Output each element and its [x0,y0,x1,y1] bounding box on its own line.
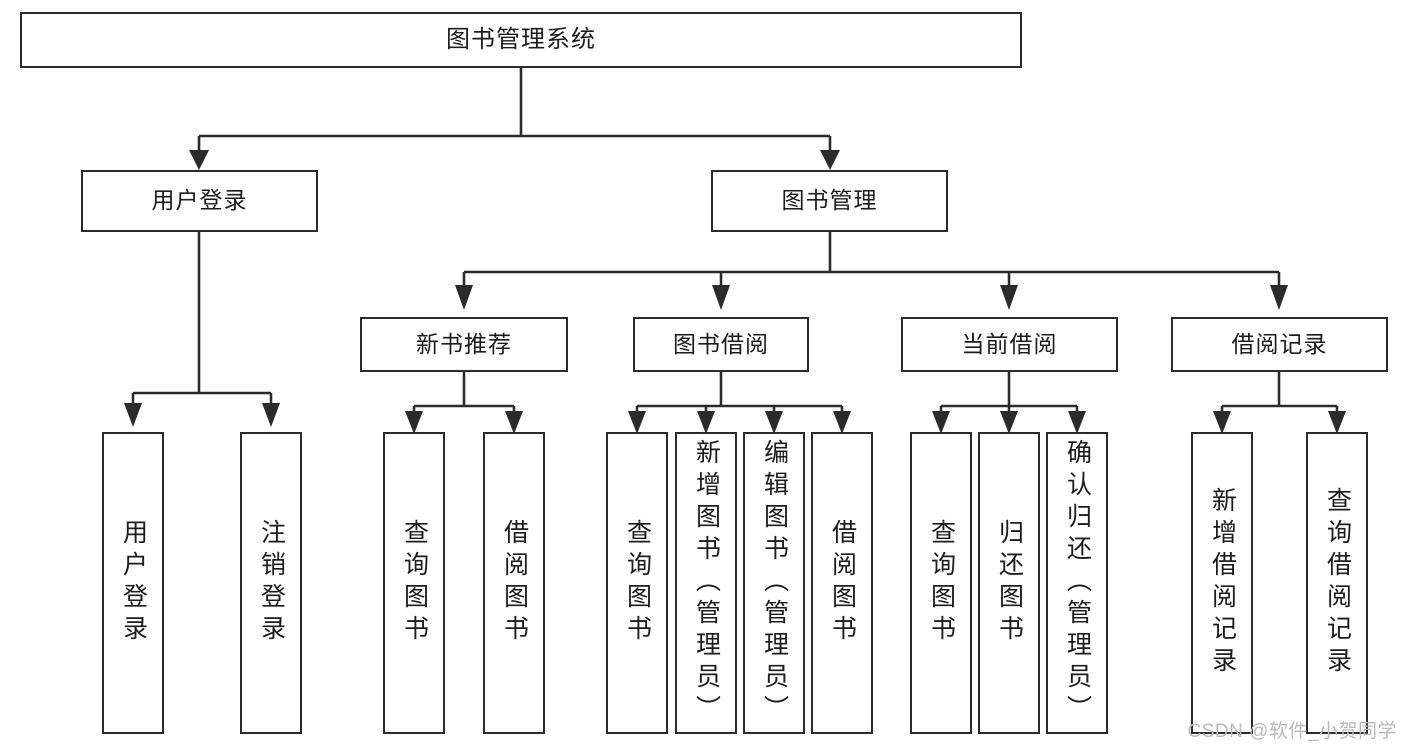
arrow-current-borrow [1000,285,1018,310]
leaf-user-login[interactable]: 用户登录 [102,432,164,734]
node-current-borrow-label: 当前借阅 [961,330,1058,357]
leaf-current-query-book-label: 查询图书 [927,519,956,647]
leaf-recommend-query-book-label: 查询图书 [400,519,429,647]
node-user-login-label: 用户登录 [151,187,248,214]
leaf-borrow-add-book-admin[interactable]: 新增图书（管理员） [675,432,737,734]
node-new-book-recommend-label: 新书推荐 [416,330,512,357]
leaf-borrow-query-book[interactable]: 查询图书 [606,432,668,734]
leaf-borrow-query-book-label: 查询图书 [623,519,652,647]
node-new-book-recommend[interactable]: 新书推荐 [360,317,568,372]
leaf-current-return-book-label: 归还图书 [995,519,1024,647]
node-borrow-record-label: 借阅记录 [1231,330,1328,357]
arrow-new-book-recommend [455,285,473,310]
leaf-user-login-label: 用户登录 [119,519,148,647]
leaf-borrow-borrow-book-label: 借阅图书 [828,519,857,647]
arrow-borrow-record [1270,285,1288,310]
arrow-leaf-logout [262,403,280,427]
leaf-borrow-edit-book-admin[interactable]: 编辑图书（管理员） [743,432,805,734]
arrow-user-login [189,150,209,170]
node-root-book-management-system[interactable]: 图书管理系统 [20,12,1022,68]
node-book-borrow-label: 图书借阅 [673,330,769,357]
leaf-borrow-edit-book-admin-label: 编辑图书（管理员） [760,439,789,727]
node-book-management-label: 图书管理 [781,187,878,214]
leaf-logout[interactable]: 注销登录 [240,432,302,734]
leaf-borrow-add-book-admin-label: 新增图书（管理员） [692,439,721,727]
leaf-borrow-borrow-book[interactable]: 借阅图书 [811,432,873,734]
arrow-leaf-user-login [124,403,142,427]
leaf-recommend-borrow-book-label: 借阅图书 [500,519,529,647]
node-book-borrow[interactable]: 图书借阅 [633,317,809,372]
leaf-current-confirm-return-admin-label: 确认归还（管理员） [1063,439,1092,727]
arrow-book-mgmt [820,150,840,170]
arrow-book-borrow [712,285,730,310]
node-user-login[interactable]: 用户登录 [81,170,318,232]
leaf-record-query-record[interactable]: 查询借阅记录 [1306,432,1368,734]
leaf-current-confirm-return-admin[interactable]: 确认归还（管理员） [1046,432,1108,734]
leaf-logout-label: 注销登录 [257,519,286,647]
node-borrow-record[interactable]: 借阅记录 [1171,317,1388,372]
leaf-record-add-record[interactable]: 新增借阅记录 [1191,432,1253,734]
leaf-current-query-book[interactable]: 查询图书 [910,432,972,734]
leaf-record-query-record-label: 查询借阅记录 [1323,487,1352,679]
leaf-current-return-book[interactable]: 归还图书 [978,432,1040,734]
leaf-recommend-query-book[interactable]: 查询图书 [383,432,445,734]
watermark-text: CSDN @软件_小贺同学 [1187,721,1397,742]
node-current-borrow[interactable]: 当前借阅 [901,317,1118,372]
node-book-management[interactable]: 图书管理 [711,170,948,232]
leaf-record-add-record-label: 新增借阅记录 [1208,487,1237,679]
leaf-recommend-borrow-book[interactable]: 借阅图书 [483,432,545,734]
node-root-label: 图书管理系统 [446,25,596,53]
